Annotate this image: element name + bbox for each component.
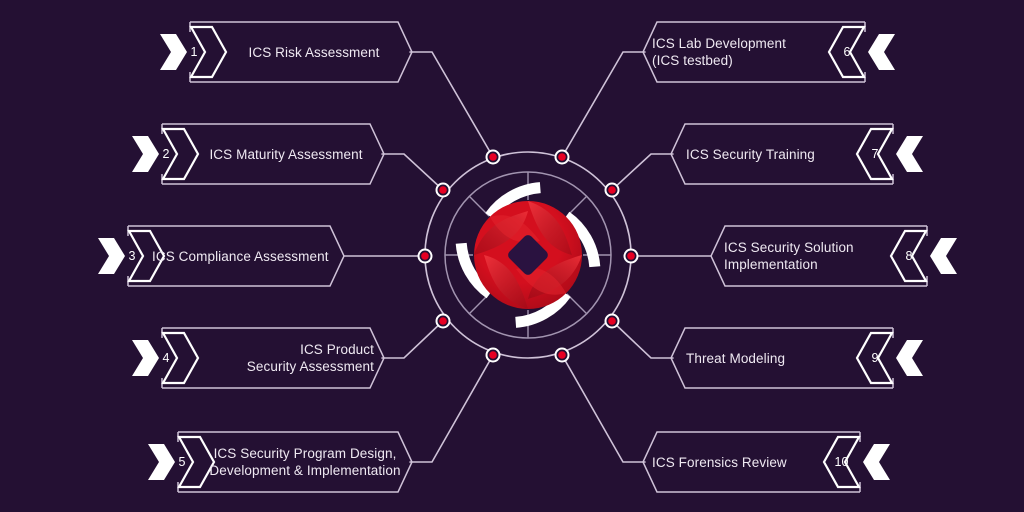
- banner-6[interactable]: [642, 21, 895, 83]
- hub-arc-segments: [455, 182, 601, 328]
- banner-7-body: [670, 123, 888, 185]
- hub-node-1: [485, 149, 501, 165]
- banner-3[interactable]: [98, 225, 345, 287]
- hub-node-6: [554, 149, 570, 165]
- banner-2[interactable]: [132, 123, 385, 185]
- hub-core-petals: [474, 201, 582, 309]
- banner-9-number-chevron: [855, 331, 894, 385]
- banner-2-body: [167, 123, 385, 185]
- banner-3-solid-chevron: [98, 238, 125, 274]
- hub-node-9: [604, 313, 620, 329]
- banner-9-body: [670, 327, 888, 389]
- hub-core: [474, 201, 582, 309]
- banner-6-number-chevron: [827, 25, 866, 79]
- banner-5-solid-chevron: [148, 444, 175, 480]
- banner-5-body: [183, 431, 413, 493]
- banner-8-number-chevron: [889, 229, 928, 283]
- connector-5: [409, 354, 494, 463]
- hub-node-5: [485, 347, 501, 363]
- banner-6-solid-chevron: [868, 34, 895, 70]
- banner-5[interactable]: [148, 431, 413, 493]
- hub-node-8: [623, 248, 639, 264]
- banner-8-body: [710, 225, 922, 287]
- banner-7-number-chevron: [855, 127, 894, 181]
- banner-2-solid-chevron: [132, 136, 159, 172]
- hub-core-diamond: [508, 235, 548, 275]
- hub-arc-bottom-left: [455, 242, 494, 299]
- banner-4[interactable]: [132, 327, 385, 389]
- hub-node-2: [435, 182, 451, 198]
- banner-7-solid-chevron: [896, 136, 923, 172]
- hub-node-4: [435, 313, 451, 329]
- banner-3-body: [133, 225, 345, 287]
- banner-1[interactable]: [160, 21, 413, 83]
- banner-10-body: [642, 431, 855, 493]
- connector-6: [561, 51, 646, 158]
- hub-node-7: [604, 182, 620, 198]
- connector-7: [611, 153, 674, 191]
- hub-arc-bottom-right: [515, 290, 571, 328]
- connector-lines: [343, 51, 712, 463]
- banner-9[interactable]: [670, 327, 923, 389]
- banner-10-number-chevron: [822, 435, 861, 489]
- connector-4: [381, 320, 444, 359]
- connector-2: [381, 153, 444, 191]
- hub-nodes: [417, 149, 639, 363]
- banner-10[interactable]: [642, 431, 890, 493]
- banner-4-body: [167, 327, 385, 389]
- hub-node-10: [554, 347, 570, 363]
- hub-arc-top-right: [562, 211, 601, 268]
- banner-6-body: [642, 21, 860, 83]
- banner-1-body: [195, 21, 413, 83]
- banner-3-number-chevron: [127, 229, 166, 283]
- banner-2-number-chevron: [161, 127, 200, 181]
- banner-8-solid-chevron: [930, 238, 957, 274]
- banner-4-solid-chevron: [132, 340, 159, 376]
- banner-8[interactable]: [710, 225, 957, 287]
- connector-10: [561, 354, 646, 463]
- banner-4-number-chevron: [161, 331, 200, 385]
- hub-node-3: [417, 248, 433, 264]
- banner-5-number-chevron: [177, 435, 216, 489]
- hub-arc-top-left: [485, 182, 541, 220]
- connector-1: [409, 51, 494, 158]
- banner-1-number-chevron: [189, 25, 228, 79]
- banner-9-solid-chevron: [896, 340, 923, 376]
- banner-7[interactable]: [670, 123, 923, 185]
- banner-10-solid-chevron: [863, 444, 890, 480]
- banner-1-solid-chevron: [160, 34, 187, 70]
- connector-9: [611, 320, 674, 359]
